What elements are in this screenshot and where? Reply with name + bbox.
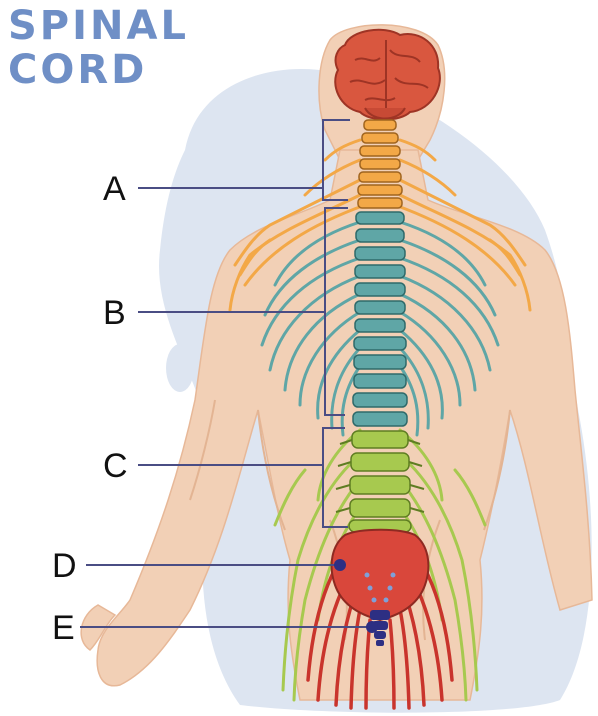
pointer-dots (334, 559, 378, 633)
vertebra-processes (335, 439, 425, 513)
leader-lines (80, 187, 372, 628)
sacrum (330, 528, 430, 622)
pointer-dot-e (366, 621, 378, 633)
label-a: A (103, 170, 126, 208)
title-line-1: SPINAL (8, 3, 189, 49)
label-c: C (103, 447, 128, 485)
label-b: B (103, 294, 126, 332)
thoracic-nerves (260, 220, 500, 437)
cervical-nerves (228, 138, 532, 312)
cervical-vertebrae (357, 119, 403, 209)
bracket-c (322, 427, 348, 528)
label-e: E (52, 609, 75, 647)
label-d: D (52, 547, 77, 585)
brain-icon (334, 28, 441, 121)
pointer-dot-d (334, 559, 346, 571)
lumbar-vertebrae (348, 430, 412, 533)
bracket-a (322, 119, 350, 201)
title-line-2: CORD (8, 47, 148, 93)
thoracic-vertebrae (352, 211, 408, 427)
